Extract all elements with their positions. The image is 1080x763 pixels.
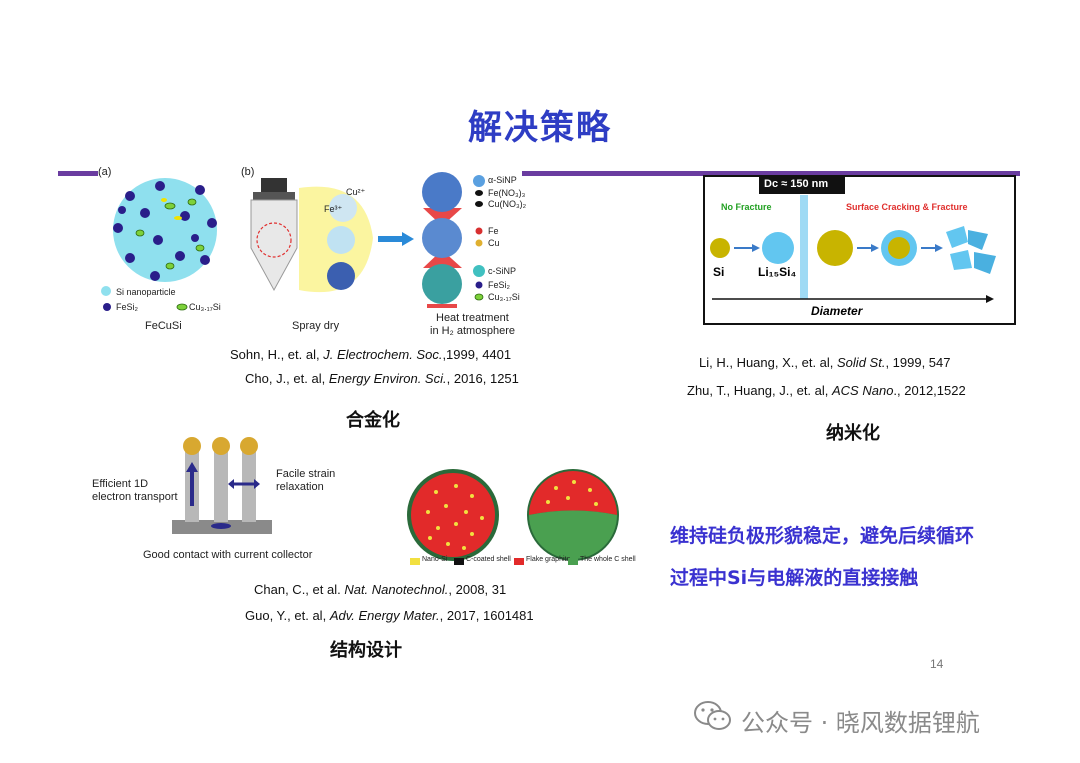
- legend-right-alpha-sinp: α-SiNP: [488, 175, 517, 185]
- panel-a-label: (a): [98, 166, 112, 178]
- efficient-transport-line2: electron transport: [92, 491, 178, 503]
- page-number: 14: [930, 657, 944, 671]
- si-label: Si: [713, 265, 725, 279]
- legend-c-coated-label: C-coated shell: [466, 556, 511, 563]
- legend-right-cu: Cu: [488, 238, 500, 248]
- cu-ion-label: Cu²⁺: [346, 187, 366, 197]
- legend-right-fe: Fe: [488, 226, 499, 236]
- fecusi-particle-figure: [113, 178, 217, 282]
- alloy-ref-1: Sohn, H., et. al, J. Electrochem. Soc.,1…: [230, 347, 512, 362]
- nano-heading: 纳米化: [826, 423, 880, 444]
- nano-figure-frame: [703, 175, 1016, 325]
- watermark-text: 公众号 · 晓风数据锂航: [741, 709, 980, 737]
- surface-cracking-label: Surface Cracking & Fracture: [846, 202, 968, 212]
- title-rule-left: [58, 171, 98, 176]
- legend-flake-graphite-label: Flake graphite: [526, 556, 571, 563]
- no-fracture-label: No Fracture: [721, 202, 772, 212]
- structure-ref-1: Chan, C., et al. Nat. Nanotechnol., 2008…: [254, 582, 507, 597]
- legend-nano-si-label: Nano-Si: [422, 556, 448, 563]
- nano-ref-1: Li, H., Huang, X., et. al, Solid St., 19…: [699, 355, 951, 370]
- heat-treatment-line2: in H₂ atmosphere: [430, 325, 515, 337]
- legend-right-markers: [473, 175, 485, 301]
- legend-right-fesi2: FeSi₂: [488, 280, 510, 290]
- heat-treatment-line1: Heat treatment: [436, 312, 509, 324]
- spray-dry-caption: Spray dry: [292, 320, 340, 332]
- fecusi-caption: FeCuSi: [145, 320, 182, 332]
- legend-flake-graphite-swatch: [514, 558, 524, 565]
- efficient-transport-line1: Efficient 1D: [92, 478, 149, 490]
- wechat-icon: [694, 701, 731, 730]
- spray-dryer-figure: [250, 178, 373, 293]
- alloy-ref-2: Cho, J., et. al, Energy Environ. Sci., 2…: [245, 371, 519, 386]
- legend-right-fe-nitrate: Fe(NO₃)₃: [488, 188, 526, 198]
- watermelon-figure-right: [527, 469, 619, 561]
- structure-ref-2: Guo, Y., et. al, Adv. Energy Mater., 201…: [245, 608, 534, 623]
- critical-diameter-line: [800, 195, 808, 299]
- nano-lithiation-figure: [710, 226, 996, 274]
- heat-treatment-figure: [422, 172, 462, 308]
- watermelon-figure-left: [407, 469, 499, 561]
- diameter-axis-arrow: [712, 295, 994, 303]
- legend-si-label: Si nanoparticle: [116, 287, 176, 297]
- alloy-heading: 合金化: [346, 410, 400, 431]
- page-title: 解决策略: [468, 108, 612, 148]
- legend-nano-si-swatch: [410, 558, 420, 565]
- legend-cusi-label: Cu₃.₁₇Si: [189, 302, 221, 312]
- title-rule-right: [522, 171, 1020, 176]
- lisi-label: Li₁₅Si₄: [758, 265, 797, 279]
- diameter-label: Diameter: [811, 304, 863, 318]
- legend-fesi2-marker: [103, 303, 111, 311]
- structure-heading: 结构设计: [330, 640, 402, 661]
- legend-cusi-marker: [176, 303, 188, 311]
- legend-right-cusi: Cu₃.₁₇Si: [488, 292, 520, 302]
- legend-right-cu-nitrate: Cu(NO₃)₂: [488, 199, 527, 209]
- dc-label-box: [759, 177, 845, 194]
- nano-ref-2: Zhu, T., Huang, J., et. al, ACS Nano., 2…: [687, 383, 966, 398]
- strategy-note-line1: 维持硅负极形貌稳定，避免后续循环: [670, 525, 975, 547]
- legend-fesi2-label: FeSi₂: [116, 302, 138, 312]
- nanowire-figure: [172, 437, 272, 534]
- facile-strain-line2: relaxation: [276, 481, 324, 493]
- fe-ion-label: Fe³⁺: [324, 204, 343, 214]
- watermelon-legend: Nano-Si C-coated shell Flake graphite Th…: [410, 556, 636, 568]
- facile-strain-line1: Facile strain: [276, 468, 336, 480]
- good-contact-label: Good contact with current collector: [143, 549, 313, 561]
- process-arrow: [378, 232, 414, 246]
- legend-whole-c-shell-swatch: [568, 558, 578, 565]
- panel-b-label: (b): [241, 166, 255, 178]
- legend-right-c-sinp: c-SiNP: [488, 266, 517, 276]
- legend-whole-c-shell-label: The whole C shell: [580, 556, 636, 563]
- strategy-note-line2: 过程中Si与电解液的直接接触: [670, 567, 919, 589]
- legend-c-coated-swatch: [454, 558, 464, 565]
- dc-label: Dc ≈ 150 nm: [764, 178, 829, 190]
- legend-si-marker: [101, 286, 111, 296]
